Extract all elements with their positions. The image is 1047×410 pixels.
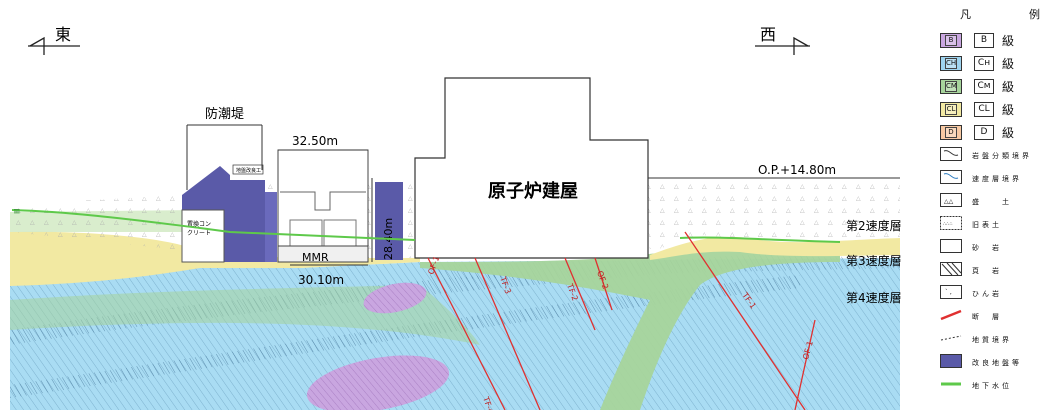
fill-icon: △△ [940,193,962,210]
legend-grade-code: CL [974,102,994,117]
svg-text:△△: △△ [944,198,954,205]
legend-item-row: ` , ひん岩 [940,285,1047,302]
improved-ground-icon [940,354,962,371]
replacement-concrete [181,209,225,263]
reactor-building [414,77,649,259]
legend-swatch-symbol: B [945,35,957,46]
legend-item-row: 断 層 [940,308,1047,325]
legend-title-right: 例 [1029,8,1040,21]
improvement-tag [232,164,264,175]
legend-grade-code: Cм [974,79,994,94]
elevation-label: O.P.+14.80m [758,163,836,177]
b-rock-lens [363,282,427,314]
legend-item-label: 速度層境界 [972,174,1022,183]
rock-boundary-icon [940,147,962,164]
legend-swatch: CH [940,56,962,71]
svg-text:西: 西 [760,25,776,44]
legend-swatch: D [940,125,962,140]
svg-text:` ,: ` , [945,289,952,296]
legend-grade-code: B [974,33,994,48]
geologic-boundary-icon [940,331,962,348]
legend-title: 凡 例 [960,6,1040,22]
b-rock-lens [306,355,450,410]
legend-item-row: 岩盤分類境界 [940,147,1047,164]
legend-item-label: ひん岩 [972,289,1002,298]
legend-grade-row: CM Cм 級 [940,78,1047,95]
dim-top: 32.50m [292,134,338,148]
legend-grade-label: 級 [1002,103,1015,117]
fault-lines [427,231,816,410]
porphyrite-icon: ` , [940,285,962,302]
legend-grade-code: D [974,125,994,140]
seawall-label: 防潮堤 [205,106,244,122]
svg-text:∴∴∴: ∴∴∴ [943,221,953,227]
legend-item-label: 地下水位 [972,381,1012,390]
sandstone-icon [940,239,962,256]
reactor-building-label: 原子炉建屋 [488,180,578,202]
groundwater-line-right [679,236,841,243]
legend-swatch: B [940,33,962,48]
culvert-box [277,149,369,263]
svg-text:東: 東 [55,25,71,44]
legend-item-row: 改良地盤等 [940,354,1047,371]
legend-grade-label: 級 [1002,80,1015,94]
legend-item-label: 砂 岩 [972,243,1002,252]
legend-swatch: CM [940,79,962,94]
legend-item-label: 地質境界 [972,335,1012,344]
west-marker: 西 [755,25,810,55]
legend-item-label: 盛 土 [972,197,1012,206]
shale-icon [940,262,962,279]
velocity-boundary-icon [940,170,962,187]
velocity-layer-3: 第3速度層 [846,253,902,268]
legend-swatch-symbol: CL [945,104,957,115]
rc-line2: クリート [187,230,211,237]
legend-item-row: ∴∴∴ 旧表土 [940,216,1047,233]
legend-item-label: 改良地盤等 [972,358,1022,367]
groundwater-icon [940,377,962,394]
improvement-tag-label: 地盤改良工 [236,167,261,174]
groundwater-line [11,209,416,241]
replacement-concrete-label: 置換コン クリート [187,220,213,237]
dim-bottom: 30.10m [298,273,344,287]
rc-line1: 置換コン [187,220,211,228]
groundwater-marker: ≡ [13,207,21,217]
legend-item-row: 地質境界 [940,331,1047,348]
legend-grade-label: 級 [1002,57,1015,71]
legend-title-left: 凡 [960,8,971,21]
legend-grade-row: CH Cн 級 [940,55,1047,72]
legend-item-label: 頁 岩 [972,266,1002,275]
legend-grade-code: Cн [974,56,994,71]
legend-item-row: 砂 岩 [940,239,1047,256]
legend-grade-label: 級 [1002,126,1015,140]
cm-rock-zone [420,247,840,410]
legend-grade-label: 級 [1002,34,1015,48]
legend-swatch: CL [940,102,962,117]
legend-item-label: 断 層 [972,312,1002,321]
legend-item-row: △△ 盛 土 [940,193,1047,210]
cm-rock-band [10,285,480,345]
velocity-layer-2: 第2速度層 [846,218,902,233]
legend-item-row: 速度層境界 [940,170,1047,187]
fault-icon [940,308,962,325]
old-topsoil-icon: ∴∴∴ [940,216,962,233]
east-marker: 東 [28,25,80,55]
velocity-layer-4: 第4速度層 [846,290,902,305]
legend-grade-row: CL CL 級 [940,101,1047,118]
mmr-label: MMR [302,251,329,264]
legend-swatch-symbol: CM [945,81,957,92]
legend-item-row: 頁 岩 [940,262,1047,279]
legend-swatch-symbol: CH [945,58,957,69]
legend-item-label: 旧表土 [972,220,1002,229]
fill-right [645,178,900,252]
legend-swatch-symbol: D [945,127,957,138]
legend-item-label: 岩盤分類境界 [972,151,1032,160]
legend-item-row: 地下水位 [940,377,1047,394]
